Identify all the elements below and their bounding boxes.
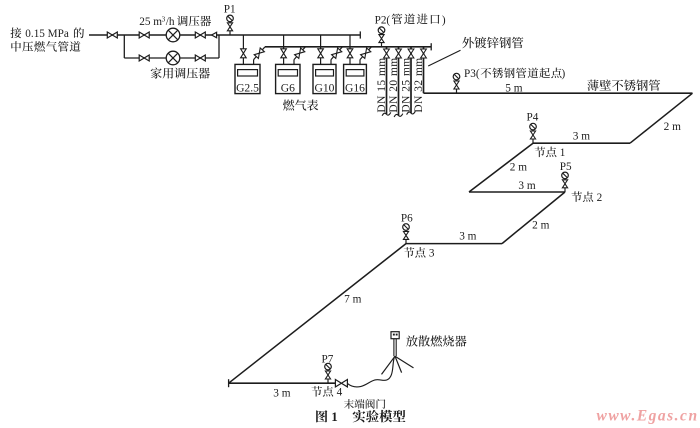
svg-text:P2(: P2( [375, 14, 391, 26]
svg-text:2 m: 2 m [510, 162, 527, 174]
svg-text:1: 1 [560, 147, 566, 159]
svg-text:DN 32 mm: DN 32 mm [413, 57, 425, 112]
svg-text:P6: P6 [401, 213, 413, 225]
svg-text:3 m: 3 m [573, 131, 590, 143]
svg-text:DN 15 mm: DN 15 mm [376, 57, 388, 112]
svg-text:P4: P4 [527, 112, 539, 124]
svg-text:G10: G10 [315, 82, 335, 95]
svg-text:3 m: 3 m [273, 388, 290, 400]
svg-text:P7: P7 [322, 354, 334, 366]
svg-text:5 m: 5 m [505, 82, 522, 94]
svg-text:/h: /h [166, 16, 175, 28]
svg-text:P1: P1 [224, 4, 236, 16]
svg-text:P3(: P3( [464, 68, 480, 80]
svg-text:3 m: 3 m [459, 231, 476, 243]
svg-text:P5: P5 [560, 161, 572, 173]
svg-text:G6: G6 [281, 82, 295, 95]
svg-text:3: 3 [429, 248, 435, 260]
svg-text:DN 20 mm: DN 20 mm [388, 57, 400, 112]
svg-text:0.15 MPa: 0.15 MPa [25, 28, 69, 40]
svg-text:G2.5: G2.5 [236, 82, 259, 95]
svg-text:1: 1 [331, 409, 338, 424]
svg-text:G16: G16 [345, 82, 365, 95]
svg-text:25 m: 25 m [139, 16, 162, 28]
svg-text:2 m: 2 m [532, 220, 549, 232]
svg-text:): ) [562, 68, 566, 80]
svg-text:2 m: 2 m [664, 121, 681, 133]
svg-text:3 m: 3 m [518, 180, 535, 192]
svg-text:DN 25 mm: DN 25 mm [400, 57, 412, 112]
svg-text:): ) [442, 14, 446, 26]
svg-text:3: 3 [162, 15, 166, 23]
svg-text:7 m: 7 m [344, 294, 361, 306]
svg-text:2: 2 [597, 192, 603, 204]
svg-text:www.Egas.cn: www.Egas.cn [597, 408, 699, 425]
svg-text:4: 4 [337, 387, 343, 399]
